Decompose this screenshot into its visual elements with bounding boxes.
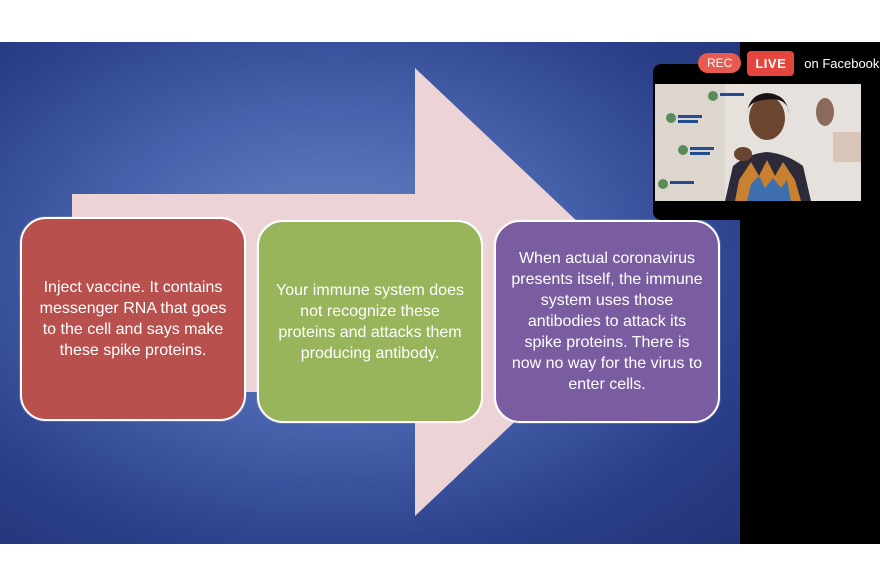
- presentation-slide: Inject vaccine. It contains messenger RN…: [0, 42, 740, 544]
- presenter-image: [655, 84, 861, 201]
- step-3-box: When actual coronavirus presents itself,…: [494, 220, 720, 423]
- stream-status-bar: REC LIVE on Facebook: [698, 50, 880, 76]
- step-2-box: Your immune system does not recognize th…: [257, 220, 483, 423]
- presenter-video-feed: [655, 84, 861, 201]
- step-3-text: When actual coronavirus presents itself,…: [511, 250, 703, 393]
- step-1-text: Inject vaccine. It contains messenger RN…: [39, 279, 227, 359]
- rec-badge: REC: [698, 53, 742, 73]
- step-1-box: Inject vaccine. It contains messenger RN…: [20, 217, 246, 421]
- video-frame: Inject vaccine. It contains messenger RN…: [0, 42, 880, 544]
- step-2-text: Your immune system does not recognize th…: [276, 281, 464, 362]
- presenter-camera: [653, 64, 871, 220]
- backdrop-logo-icon: [658, 91, 744, 189]
- stream-destination: on Facebook: [804, 55, 880, 71]
- live-badge: LIVE: [747, 50, 795, 76]
